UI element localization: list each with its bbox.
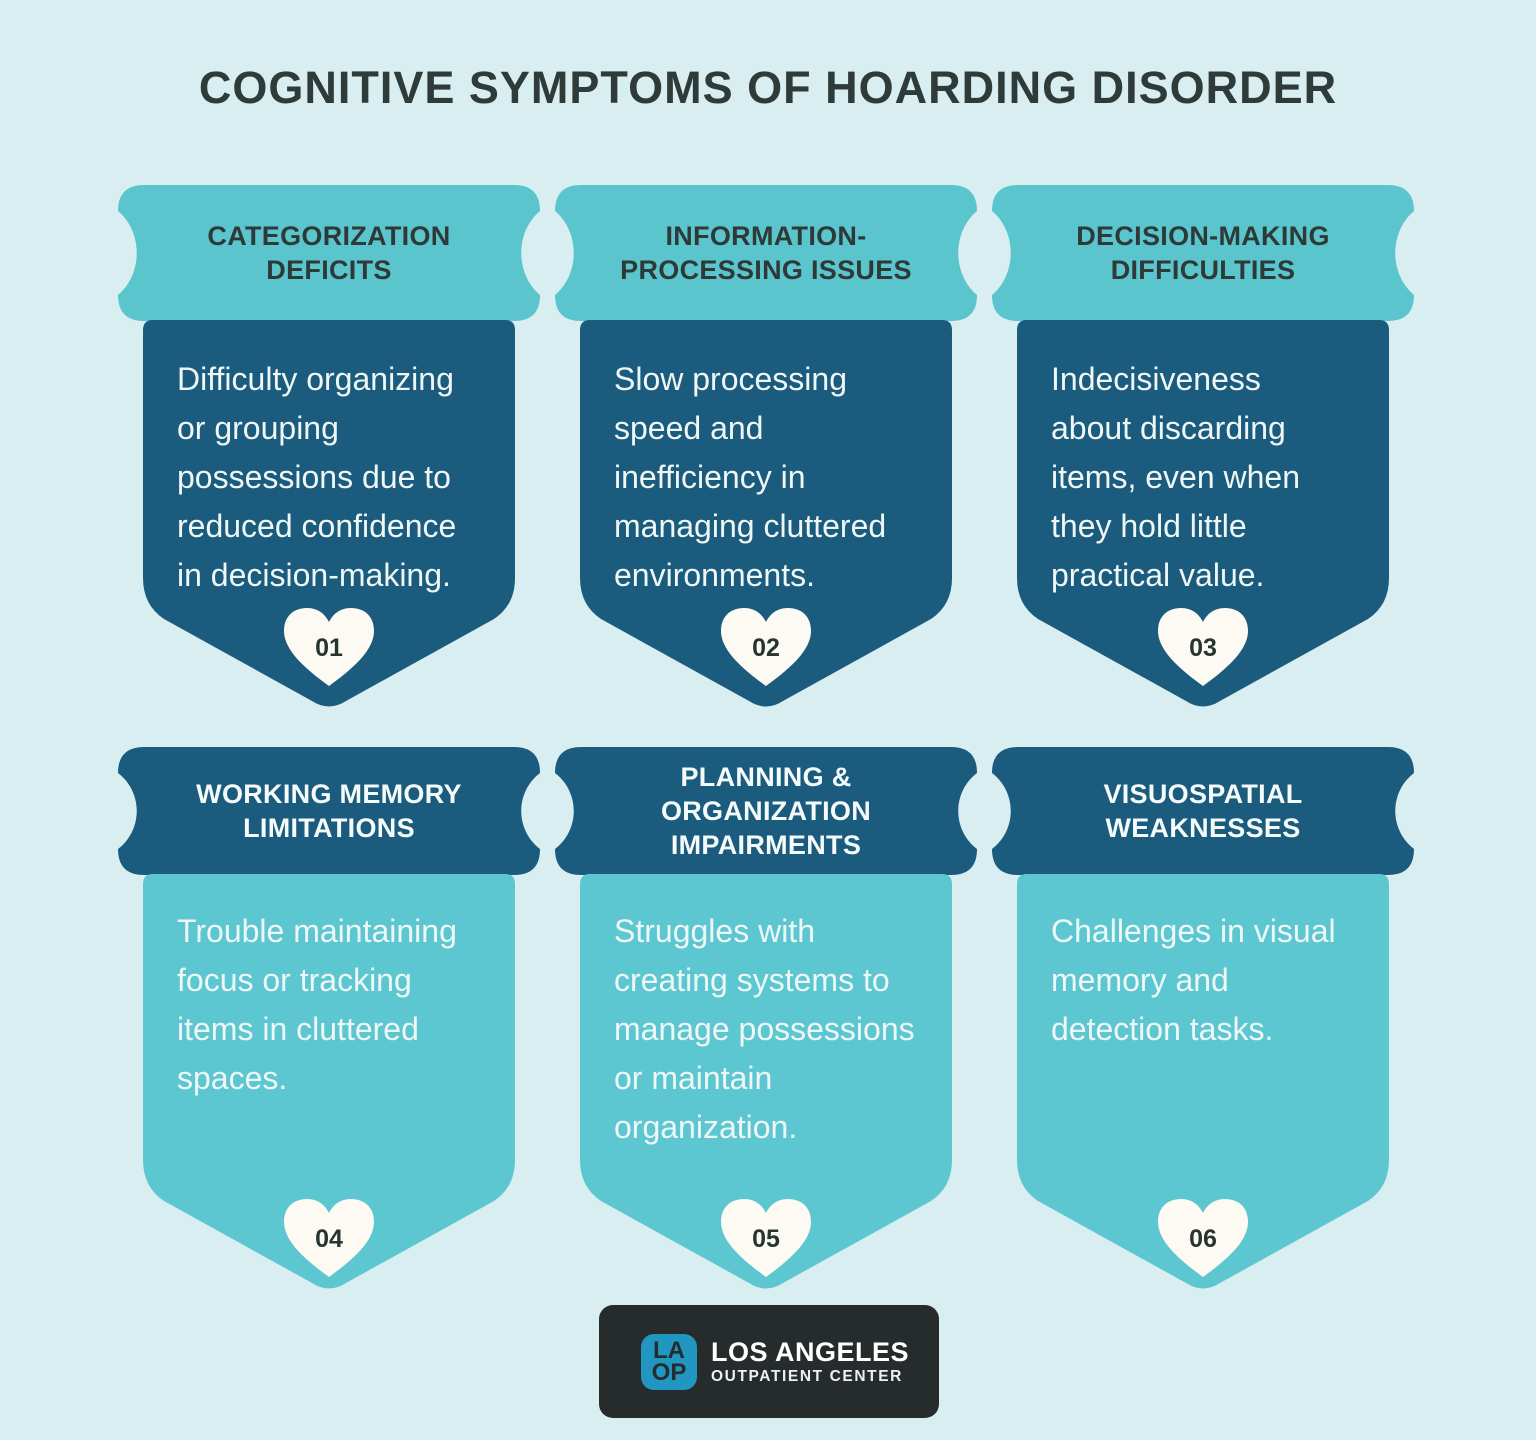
logo-icon-line2: OP	[651, 1358, 687, 1386]
shield-body-shape	[1017, 874, 1389, 1289]
ribbon-header-shape	[992, 185, 1414, 321]
heart-icon	[721, 608, 811, 686]
shield-body-shape	[143, 320, 515, 707]
heart-icon	[1158, 1199, 1248, 1277]
org-name: LOS ANGELES	[711, 1336, 910, 1367]
card-description: Slow processing speed and inefficiency i…	[614, 361, 887, 593]
logo-icon-line1: LA	[653, 1336, 685, 1364]
ribbon-header-shape	[118, 747, 540, 875]
ribbon-header-shape	[118, 185, 540, 321]
card-number: 02	[752, 634, 780, 662]
page-title: COGNITIVE SYMPTOMS OF HOARDING DISORDER	[198, 62, 1338, 113]
heart-icon	[284, 1199, 374, 1277]
ribbon-header-shape	[555, 185, 977, 321]
heart-icon	[284, 608, 374, 686]
logo-text: LOS ANGELES OUTPATIENT CENTER	[711, 1337, 909, 1387]
card-description: Indecisiveness about discarding items, e…	[1051, 361, 1301, 593]
card-description: Challenges in visual memory and detectio…	[1051, 913, 1336, 1047]
heart-icon	[1158, 608, 1248, 686]
org-subtitle: OUTPATIENT CENTER	[711, 1367, 903, 1385]
card-title: CATEGORIZATION DEFICITS	[207, 221, 451, 285]
card-title: DECISION-MAKING DIFFICULTIES	[1076, 221, 1330, 285]
symptom-card-categorization: CATEGORIZATION DEFICITS Difficulty organ…	[118, 185, 540, 713]
shield-body-shape	[143, 874, 515, 1289]
card-description: Difficulty organizing or grouping posses…	[177, 361, 457, 593]
card-number: 03	[1189, 634, 1217, 662]
ribbon-header-shape	[992, 747, 1414, 875]
card-description: Struggles with creating systems to manag…	[614, 913, 915, 1145]
card-title: PLANNING & ORGANIZATION IMPAIRMENTS	[660, 762, 872, 860]
card-title: WORKING MEMORY LIMITATIONS	[196, 779, 462, 843]
ribbon-header-shape	[555, 747, 977, 875]
symptom-card-planning-organization: PLANNING & ORGANIZATION IMPAIRMENTS Stru…	[555, 747, 977, 1299]
laop-logo-icon: LA OP	[641, 1333, 697, 1390]
symptom-card-decision-making: DECISION-MAKING DIFFICULTIES Indecisiven…	[992, 185, 1414, 713]
shield-body-shape	[580, 874, 952, 1289]
card-number: 06	[1189, 1225, 1217, 1253]
card-number: 01	[315, 634, 343, 662]
symptom-card-information-processing: INFORMATION- PROCESSING ISSUES Slow proc…	[555, 185, 977, 713]
card-number: 05	[752, 1225, 780, 1253]
shield-body-shape	[580, 320, 952, 707]
laop-logo: LA OP LOS ANGELES OUTPATIENT CENTER	[599, 1305, 939, 1418]
shield-body-shape	[1017, 320, 1389, 707]
card-title: VISUOSPATIAL WEAKNESSES	[1103, 779, 1303, 843]
heart-icon	[721, 1199, 811, 1277]
symptom-card-visuospatial: VISUOSPATIAL WEAKNESSES Challenges in vi…	[992, 747, 1414, 1299]
card-title: INFORMATION- PROCESSING ISSUES	[620, 221, 912, 285]
card-description: Trouble maintaining focus or tracking it…	[177, 913, 457, 1096]
card-number: 04	[315, 1225, 343, 1253]
symptom-card-working-memory: WORKING MEMORY LIMITATIONS Trouble maint…	[118, 747, 540, 1299]
